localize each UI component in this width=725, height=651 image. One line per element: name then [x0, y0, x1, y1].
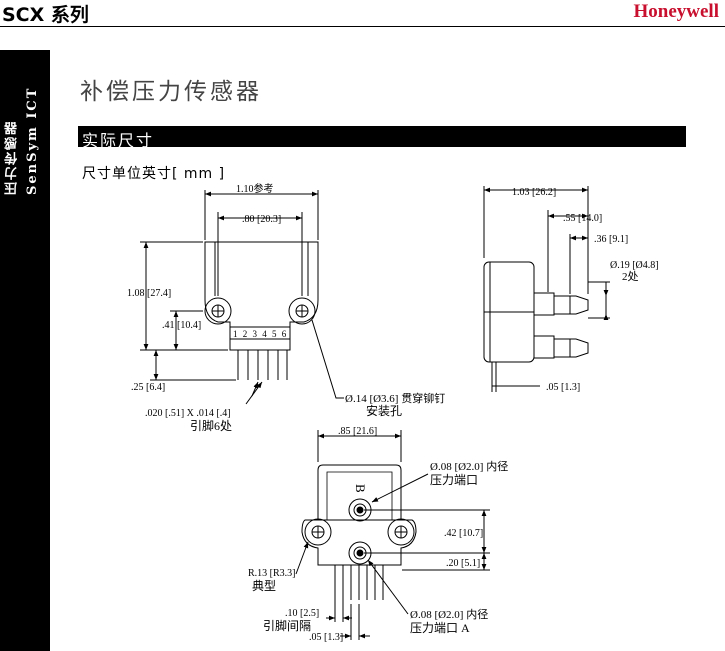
front-hole-note: 安装孔 — [366, 403, 402, 418]
front-overall-width: 1.10参考 — [236, 182, 274, 195]
bottom-pin-pitch: .10 [2.5] — [285, 608, 319, 619]
side-tab — [0, 50, 50, 651]
bottom-port-spacing: .42 [10.7] — [444, 528, 483, 539]
bottom-pin-offset: .05 [1.3] — [309, 632, 343, 643]
front-hole-height: .41 [10.4] — [162, 320, 201, 331]
front-view — [140, 190, 344, 405]
front-hole-dia: Ø.14 [Ø3.6] 贯穿铆钉 — [345, 391, 445, 405]
side-port-tip: .36 [9.1] — [594, 234, 628, 245]
bottom-radius: R.13 [R3.3] — [248, 568, 296, 579]
front-pin-numbers: 1 2 3 4 5 6 — [233, 329, 288, 339]
series-title: SCX 系列 — [2, 4, 89, 26]
front-hole-spacing: .80 [20.3] — [242, 214, 281, 225]
bottom-port-a-offset: .20 [5.1] — [446, 558, 480, 569]
side-port-dia: Ø.19 [Ø4.8] — [610, 260, 659, 271]
bottom-port-a-label: 压力端口 A — [410, 621, 470, 635]
front-lead-note: 引脚6处 — [190, 418, 232, 433]
bottom-pin-pitch-note: 引脚间隔 — [263, 618, 311, 633]
bottom-width: .85 [21.6] — [338, 426, 377, 437]
front-lead-size: .020 [.51] X .014 [.4] — [145, 408, 231, 419]
section-band: 实际尺寸 — [78, 126, 686, 150]
front-overall-height: 1.08 [27.4] — [127, 288, 171, 299]
page-title: 补偿压力传感器 — [80, 79, 262, 105]
side-view — [483, 186, 610, 392]
side-overall-depth: 1.03 [26.2] — [512, 187, 556, 198]
section-title: 实际尺寸 — [82, 131, 155, 150]
units-note: 尺寸单位英寸[ mm ] — [82, 166, 226, 182]
front-lead-length: .25 [6.4] — [131, 382, 165, 393]
bottom-port-b-dia: Ø.08 [Ø2.0] 内径 — [430, 459, 508, 473]
header-rule — [0, 26, 725, 27]
bottom-port-b-label: 压力端口 — [430, 473, 478, 487]
bottom-port-letter: B — [353, 484, 368, 493]
bottom-view — [295, 430, 490, 640]
bottom-radius-note: 典型 — [252, 579, 276, 593]
brand-logo: Honeywell — [633, 1, 720, 22]
side-lead-offset: .05 [1.3] — [546, 382, 580, 393]
side-port-count: 2处 — [622, 270, 639, 283]
side-port-length: .55 [14.0] — [563, 213, 602, 224]
bottom-port-a-dia: Ø.08 [Ø2.0] 内径 — [410, 607, 488, 621]
